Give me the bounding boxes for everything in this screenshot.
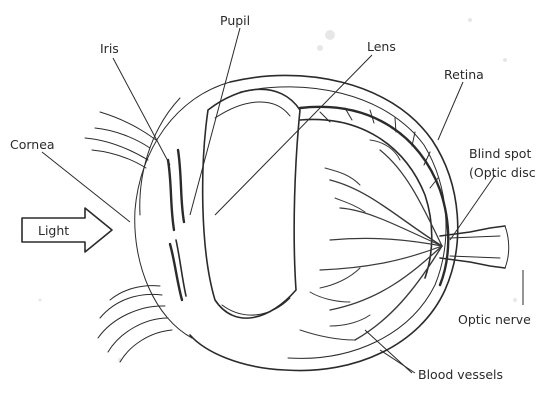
eyeball xyxy=(135,75,458,370)
iris-label: Iris xyxy=(100,41,119,56)
labels: Pupil Iris Lens Retina Cornea Blind spot… xyxy=(10,13,536,382)
optic-nerve xyxy=(440,226,509,268)
iris xyxy=(168,150,186,300)
light-label: Light xyxy=(38,223,69,238)
blood-vessels xyxy=(300,140,442,340)
eyelashes xyxy=(85,112,172,362)
lens-label: Lens xyxy=(367,39,396,54)
iris-leader xyxy=(113,58,170,165)
cornea-label: Cornea xyxy=(10,137,55,152)
blind-spot-label-line1: Blind spot xyxy=(469,146,531,161)
retina-label: Retina xyxy=(444,67,484,82)
lens xyxy=(203,89,300,318)
lens-leader xyxy=(215,55,372,215)
blood-vessels-label: Blood vessels xyxy=(418,367,503,382)
optic-nerve-label: Optic nerve xyxy=(458,312,531,327)
pupil-label: Pupil xyxy=(220,13,250,28)
cornea-leader xyxy=(42,152,130,222)
blood-vessels-leader-2 xyxy=(380,350,415,373)
light-arrow: Light xyxy=(22,208,112,252)
pupil-leader xyxy=(190,28,240,215)
retina-layer xyxy=(300,107,448,285)
retina-leader xyxy=(438,82,463,140)
blind-spot-label-line2: (Optic disc xyxy=(469,165,536,180)
